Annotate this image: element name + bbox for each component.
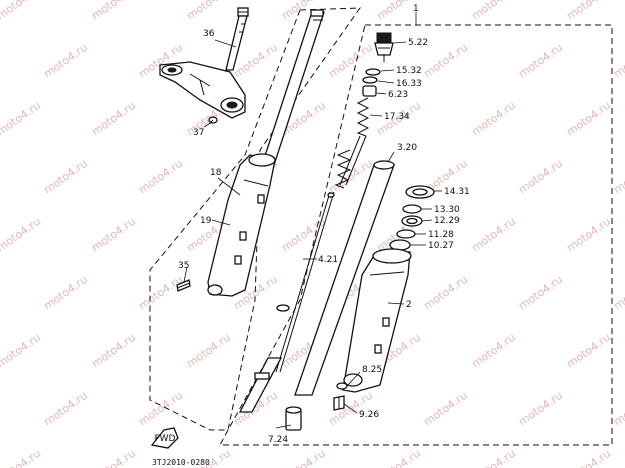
callout-9-26: 9.26 xyxy=(359,410,379,420)
callout-12-29: 12.29 xyxy=(434,216,460,226)
watermark-text: moto4.ru xyxy=(89,215,138,255)
watermark-text: moto4.ru xyxy=(469,0,518,22)
callout-19: 19 xyxy=(200,216,212,226)
watermark-text: moto4.ru xyxy=(136,157,185,197)
watermark-text: moto4.ru xyxy=(89,447,138,468)
callout-6-23: 6.23 xyxy=(388,90,408,100)
watermark-text: moto4.ru xyxy=(421,273,470,313)
callout-35: 35 xyxy=(178,261,189,271)
fork-cap-bolt xyxy=(374,32,394,62)
watermark-text: moto4.ru xyxy=(89,331,138,371)
gasket-8-25 xyxy=(336,382,348,390)
callout-36: 36 xyxy=(203,29,215,39)
damper-rod xyxy=(275,191,335,373)
oil-lock-cap xyxy=(285,406,302,431)
watermark-text: moto4.ru xyxy=(279,447,328,468)
callout-5-22: 5.22 xyxy=(408,38,428,48)
watermark-text: moto4.ru xyxy=(41,273,90,313)
callout-14-31: 14.31 xyxy=(444,187,470,197)
watermark-text: moto4.ru xyxy=(564,0,613,22)
watermark-text: moto4.ru xyxy=(0,447,43,468)
callout-8-25: 8.25 xyxy=(362,365,382,375)
callout-10-27: 10.27 xyxy=(428,241,454,251)
washer-11-28 xyxy=(396,229,416,239)
watermark-text: moto4.ru xyxy=(184,0,233,22)
leader-lines xyxy=(183,12,442,429)
callout-17-34: 17.34 xyxy=(384,112,410,122)
callout-37: 37 xyxy=(193,128,204,138)
callout-16-33: 16.33 xyxy=(396,79,422,89)
watermark-text: moto4.ru xyxy=(516,41,565,81)
watermark-text: moto4.ru xyxy=(41,157,90,197)
dashed-outline-right-assembly xyxy=(219,24,613,446)
watermark-text: moto4.ru xyxy=(0,99,43,139)
callout-13-30: 13.30 xyxy=(434,205,460,215)
oil-lock-piece xyxy=(238,357,283,413)
watermark-text: moto4.ru xyxy=(89,99,138,139)
callout-15-32: 15.32 xyxy=(396,66,422,76)
watermark-text: moto4.ru xyxy=(41,389,90,429)
watermark-text: moto4.ru xyxy=(516,273,565,313)
callout-3-20: 3.20 xyxy=(397,143,417,153)
bolt-35 xyxy=(176,279,191,292)
washer-15-32 xyxy=(365,68,381,76)
watermark-text: moto4.ru xyxy=(89,0,138,22)
fwd-label: FWD xyxy=(154,434,175,444)
watermark-text: moto4.ru xyxy=(0,215,43,255)
watermark-text: moto4.ru xyxy=(41,41,90,81)
watermark-text: moto4.ru xyxy=(136,389,185,429)
ring-16-33 xyxy=(362,76,378,84)
outer-tube xyxy=(342,248,412,393)
callout-1: 1 xyxy=(413,4,419,14)
watermark-text: moto4.ru xyxy=(469,99,518,139)
watermark-text: moto4.ru xyxy=(421,389,470,429)
figure-code: 3TJ2010-0280 xyxy=(152,458,210,467)
dust-seal xyxy=(405,185,435,199)
watermark-text: moto4.ru xyxy=(516,157,565,197)
bolt-9-26 xyxy=(333,395,345,411)
left-fork-inner-tube xyxy=(261,9,325,166)
left-fork-outer-tube xyxy=(207,153,276,297)
callout-11-28: 11.28 xyxy=(428,230,454,240)
clip-13-30 xyxy=(402,204,422,214)
watermark-text: moto4.ru xyxy=(136,273,185,313)
watermark-text: moto4.ru xyxy=(469,215,518,255)
watermark-text: moto4.ru xyxy=(516,389,565,429)
watermark-text: moto4.ru xyxy=(0,331,43,371)
watermark-text: moto4.ru xyxy=(564,99,613,139)
watermark-text: moto4.ru xyxy=(421,41,470,81)
dashed-outline-left-assembly xyxy=(149,7,361,431)
steering-stem xyxy=(225,7,249,71)
watermark-text: moto4.ru xyxy=(564,331,613,371)
callout-labels: 1 36 37 18 19 35 4.21 7.24 5.22 15.32 16… xyxy=(178,4,470,445)
callout-2: 2 xyxy=(406,300,412,310)
fork-spring xyxy=(334,97,370,189)
watermark-text: moto4.ru xyxy=(564,215,613,255)
callout-4-21: 4.21 xyxy=(318,255,338,265)
watermark-text: moto4.ru xyxy=(611,389,625,429)
under-bracket xyxy=(159,61,246,119)
fwd-arrow-icon: FWD xyxy=(150,427,179,449)
watermark-text: moto4.ru xyxy=(469,331,518,371)
watermark-text: moto4.ru xyxy=(611,157,625,197)
oil-seal xyxy=(401,215,423,227)
callout-7-24: 7.24 xyxy=(268,435,288,445)
watermark-text: moto4.ru xyxy=(611,41,625,81)
watermark-text: moto4.ru xyxy=(0,0,43,22)
spacer-6-23 xyxy=(362,85,377,97)
watermark-text: moto4.ru xyxy=(374,447,423,468)
inner-tube xyxy=(294,160,395,396)
callout-18: 18 xyxy=(210,168,222,178)
watermark-text: moto4.ru xyxy=(469,447,518,468)
watermark-text: moto4.ru xyxy=(564,447,613,468)
watermark-text: moto4.ru xyxy=(611,273,625,313)
watermark-text: moto4.ru xyxy=(184,331,233,371)
